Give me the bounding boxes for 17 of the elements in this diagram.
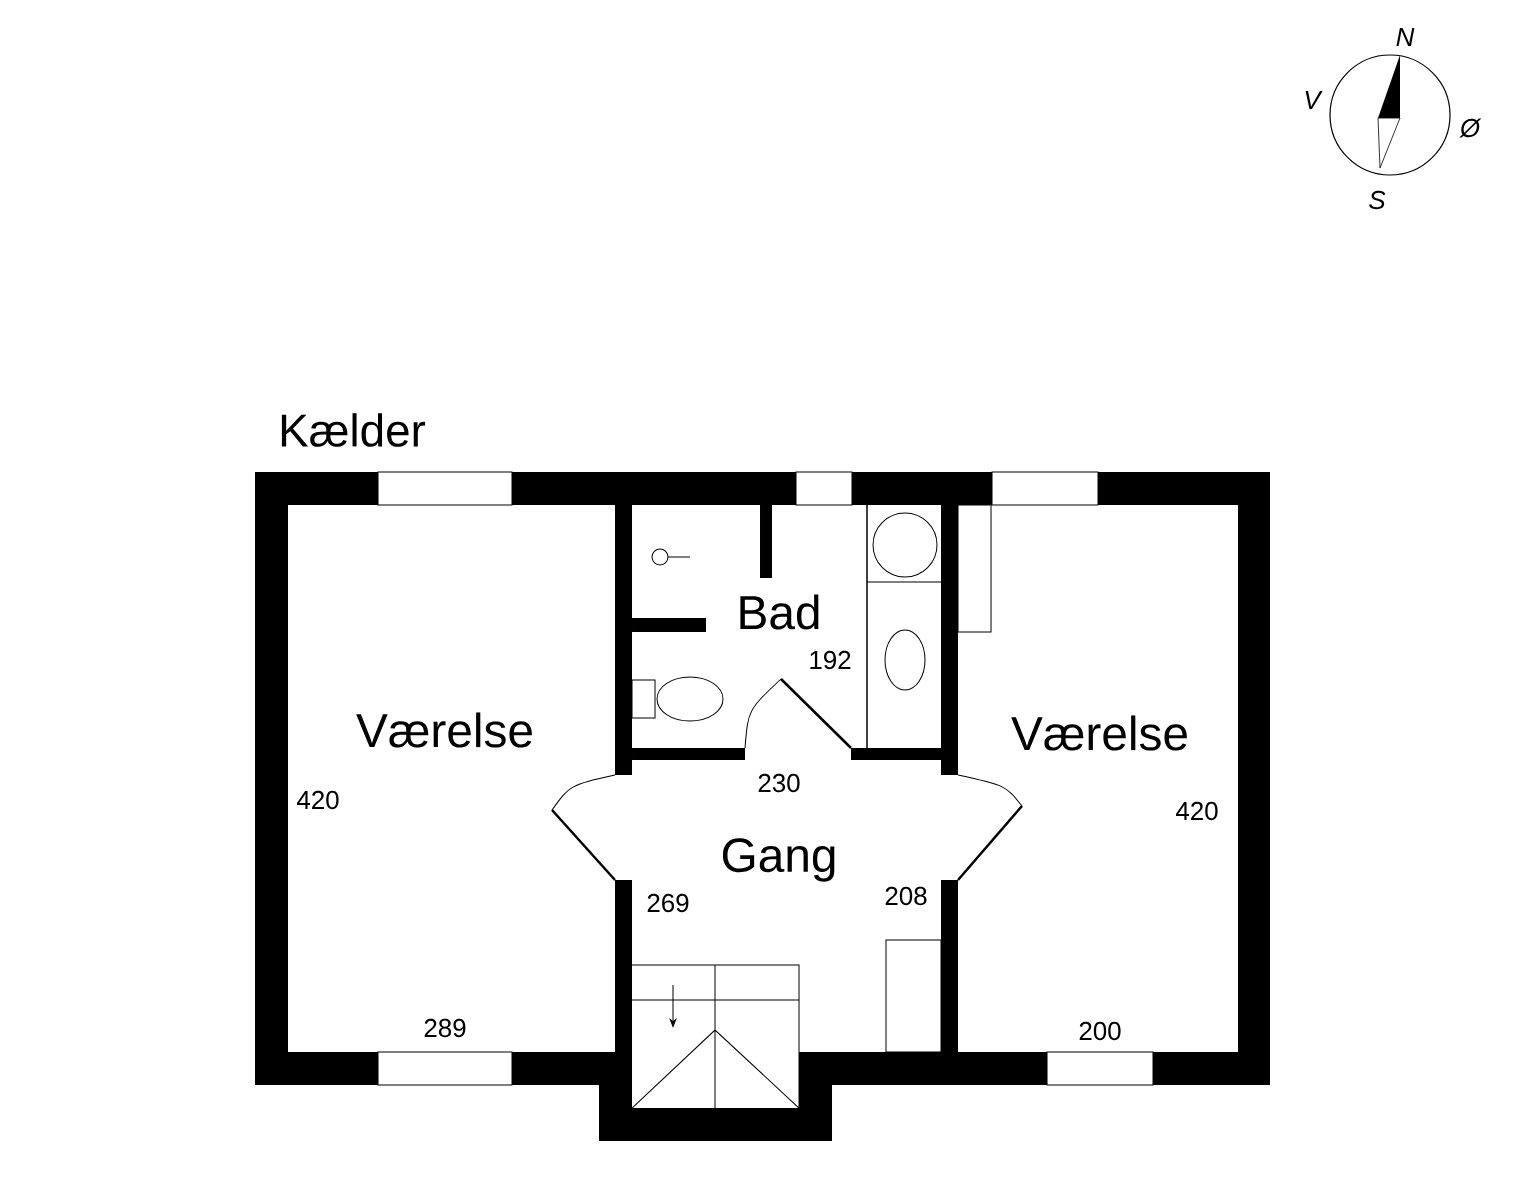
compass-letter: V — [1305, 91, 1323, 109]
room-name: Gang — [722, 838, 835, 882]
dimension-label: 192 — [810, 650, 851, 670]
dimension-label: 269 — [647, 893, 689, 913]
room-name: Bad — [740, 594, 819, 630]
dimension-label: 200 — [1079, 1021, 1121, 1041]
dimension-label: 230 — [758, 773, 800, 793]
dimension-label: 208 — [885, 886, 927, 906]
room-name: Værelse — [1011, 715, 1187, 751]
room-name: Værelse — [356, 712, 532, 748]
dimension-label: 420 — [297, 790, 339, 810]
title: Kælder — [281, 413, 426, 447]
compass-letter: Ø — [1459, 118, 1482, 138]
compass-letter: S — [1369, 190, 1386, 210]
compass-letter: N — [1396, 28, 1415, 46]
dimension-label: 420 — [1176, 801, 1218, 821]
dimension-label: 289 — [424, 1018, 466, 1038]
